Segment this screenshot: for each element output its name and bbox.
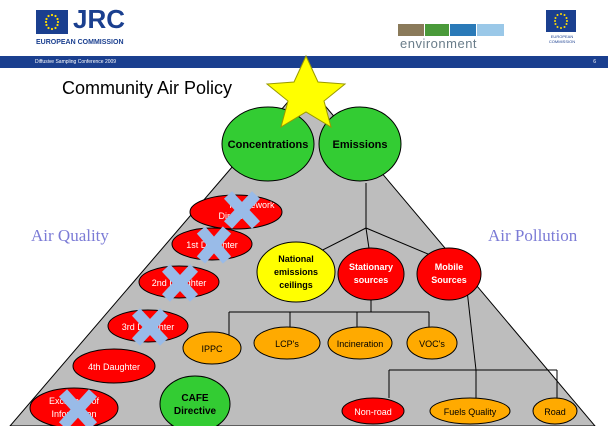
air-pollution-label: Air Pollution: [488, 226, 578, 245]
incineration-node: [327, 326, 393, 360]
road-label: Road: [544, 407, 566, 417]
mobile-label-1: Mobile: [435, 262, 464, 272]
road-node: [532, 397, 578, 425]
cross-icon: [131, 308, 169, 346]
cafe-label-1: CAFE: [181, 393, 209, 404]
ippc-label: IPPC: [201, 344, 223, 354]
eu-flag-small-icon: [546, 10, 576, 32]
voc-node: [406, 326, 458, 360]
concentrations-label: Concentrations: [228, 139, 309, 151]
environment-text: environment: [400, 36, 478, 51]
stationary-label-1: Stationary: [349, 262, 393, 272]
slide-number: 6: [593, 59, 596, 65]
national-label-1: National: [278, 254, 314, 264]
fuels-quality-node: [429, 397, 511, 425]
european-commission-small-text: EUROPEAN COMMISSION: [548, 34, 576, 44]
national-label-3: ceilings: [279, 280, 313, 290]
european-commission-text: EUROPEAN COMMISSION: [36, 39, 124, 46]
star-icon: [265, 54, 347, 129]
concentrations-node: [221, 106, 315, 182]
conference-text: Diffusive Sampling Conference 2009: [35, 59, 117, 65]
stationary-label-2: sources: [354, 275, 389, 285]
cross-icon: [58, 389, 98, 426]
jrc-logo-text: JRC: [73, 4, 126, 34]
daughter-4-label: 4th Daughter: [88, 362, 140, 372]
incineration-label: Incineration: [337, 339, 384, 349]
mobile-label-2: Sources: [431, 275, 467, 285]
national-label-2: emissions: [274, 267, 318, 277]
slide-title: Community Air Policy: [62, 78, 233, 98]
voc-label: VOC's: [419, 339, 445, 349]
daughter-4-node: [72, 348, 156, 384]
environment-banner: [398, 24, 504, 46]
cross-marks: [58, 191, 261, 426]
cafe-label-2: Directive: [174, 406, 217, 417]
stationary-sources-node: [337, 247, 405, 301]
cafe-directive-node: [159, 375, 231, 426]
emissions-label: Emissions: [332, 139, 387, 151]
ippc-node: [182, 331, 242, 365]
cross-icon: [223, 191, 261, 229]
cross-icon: [161, 264, 199, 302]
cross-icon: [196, 226, 232, 264]
lcp-node: [253, 326, 321, 360]
lcp-label: LCP's: [275, 339, 299, 349]
mobile-sources-node: [416, 247, 482, 301]
national-emissions-ceilings-node: [256, 241, 336, 303]
non-road-node: [341, 397, 405, 425]
non-road-label: Non-road: [354, 407, 392, 417]
emissions-node: [318, 106, 402, 182]
eu-flag-icon: [36, 10, 68, 34]
air-quality-label: Air Quality: [31, 226, 109, 245]
fuels-quality-label: Fuels Quality: [444, 407, 497, 417]
